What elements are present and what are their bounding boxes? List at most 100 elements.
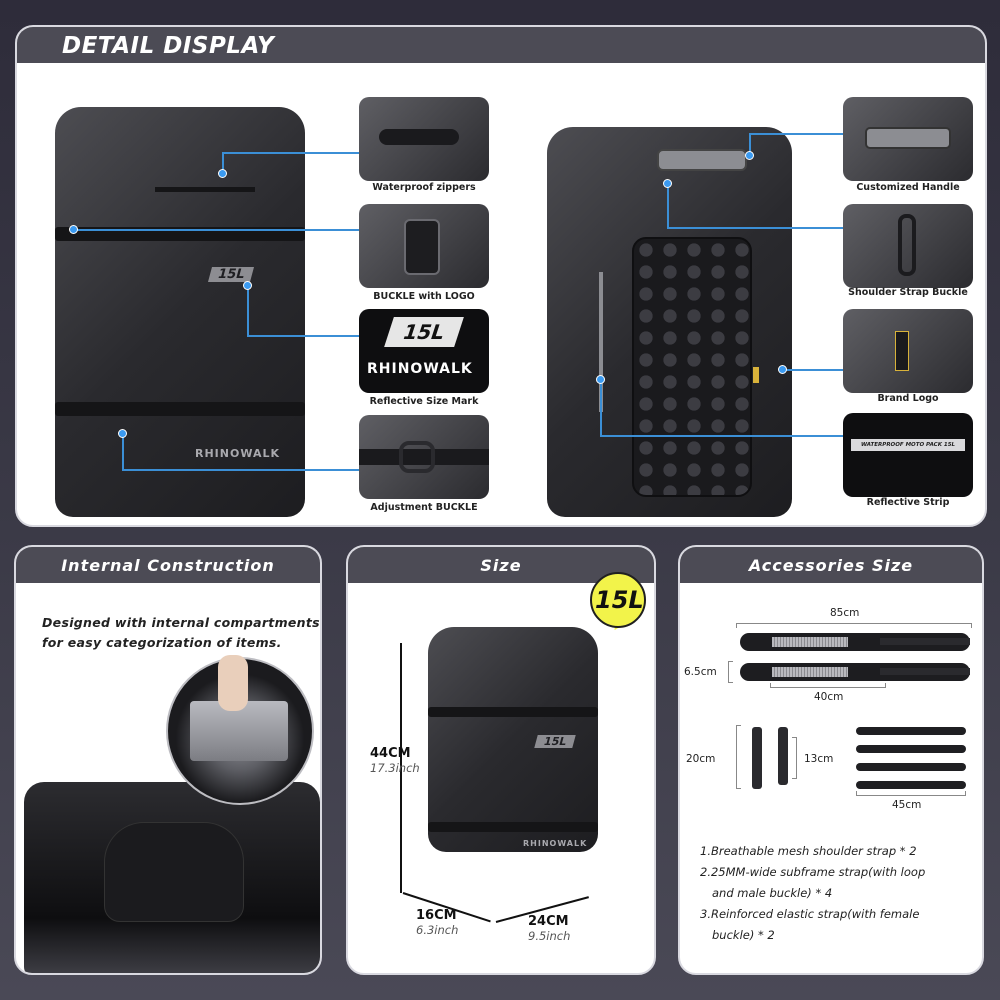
size-backpack-image: 15L RHINOWALK [428,627,598,852]
caption-reflective-size-mark: Reflective Size Mark [369,396,479,407]
waterproof-zipper-thumb [359,97,489,181]
shoulder-strap-1 [740,633,970,651]
strap [359,449,489,465]
internal-description: Designed with internal compartments for … [42,613,320,653]
connector-line [667,227,844,229]
callout-dot [778,365,787,374]
brand-logo-icon [895,331,909,371]
buckle-logo-thumb [359,204,489,288]
connector-line [749,133,844,135]
shoulder-strap-2 [740,663,970,681]
rhinowalk-reflective-text: RHINOWALK [367,361,473,377]
mesh-pad [772,637,848,647]
subframe-length-label: 45cm [892,799,922,811]
pad-length-bracket [770,683,886,688]
shoulder-width-label: 6.5cm [684,666,717,678]
connector-line [74,229,362,231]
connector-line [782,369,844,371]
inner-pocket [104,822,244,922]
description-line-2: for easy categorization of items. [42,635,282,650]
callout-dot [243,281,252,290]
size-label: 15L [534,735,577,748]
width-inch: 9.5inch [528,929,571,943]
customized-handle-thumb [843,97,973,181]
caption-adjustment-buckle: Adjustment BUCKLE [370,502,478,513]
shoulder-width-bracket [728,661,733,683]
elastic-short-bracket [792,737,797,779]
zipper-icon [379,129,459,145]
caption-reflective-strip: Reflective Strip [866,497,950,508]
description-line-1: Designed with internal compartments [42,615,320,630]
capacity-badge: 15L [582,572,672,635]
brand-text: RHINOWALK [195,447,281,460]
speech-bubble [590,572,646,628]
caption-waterproof-zippers: Waterproof zippers [372,182,476,193]
handle [657,149,747,171]
list-item: 3.Reinforced elastic strap(with female [700,907,920,921]
hand-icon [218,655,248,711]
list-item: 2.25MM-wide subframe strap(with loop [700,865,926,879]
width-cm: 24CM [528,914,569,929]
callout-dot [218,169,227,178]
depth-inch: 6.3inch [416,923,459,937]
connector-line [122,433,124,471]
strap-tail [880,668,970,675]
width-dimension: 24CM 9.5inch [528,914,571,944]
subframe-strap-4 [856,781,966,789]
height-cm: 44CM [370,746,411,761]
list-item: and male buckle) * 4 [712,886,833,900]
caption-customized-handle: Customized Handle [856,182,960,193]
elastic-short-label: 13cm [804,753,834,765]
detail-display-title: DETAIL DISPLAY [17,27,985,63]
hexagon-panel [632,237,752,497]
callout-dot [663,179,672,188]
back-backpack-image [547,127,792,517]
elastic-long-label: 20cm [686,753,716,765]
subframe-strap-2 [856,745,966,753]
connector-line [222,152,362,154]
capacity-badge-text: 15L [595,586,644,614]
elastic-strap-1 [752,727,762,789]
adjust-buckle-icon [399,441,435,473]
size-mark-icon: 15L [384,317,464,347]
buckle-icon [404,219,440,275]
detail-display-panel: DETAIL DISPLAY 15L RHINOWALK Waterproof … [15,25,987,527]
callout-dot [745,151,754,160]
connector-line [122,469,362,471]
reflective-strip-thumb: WATERPROOF MOTO PACK 15L [843,413,973,497]
brand-text: RHINOWALK [523,839,588,848]
caption-brand-logo: Brand Logo [877,393,939,404]
connector-line [600,435,844,437]
reflective-strip [599,272,603,412]
tablet-pocket-inset [166,655,314,805]
reflective-strip-icon: WATERPROOF MOTO PACK 15L [851,439,965,451]
connector-line [247,335,362,337]
tablet-icon [190,701,288,761]
lower-strap [428,822,598,832]
list-item: buckle) * 2 [712,928,775,942]
accessories-size-title: Accessories Size [680,547,982,583]
accessories-list: 1.Breathable mesh shoulder strap * 2 2.2… [700,841,925,946]
height-inch: 17.3inch [370,761,420,775]
handle-icon [865,127,951,149]
pad-length-label: 40cm [814,691,844,703]
subframe-strap-3 [856,763,966,771]
shoulder-length-label: 85cm [830,607,860,619]
adjustment-buckle-thumb [359,415,489,499]
elastic-strap-2 [778,727,788,785]
height-dimension: 44CM 17.3inch [370,746,420,776]
brand-logo-thumb [843,309,973,393]
elastic-long-bracket [736,725,741,789]
brand-tag [753,367,759,383]
connector-line [600,379,602,437]
lower-strap [55,402,305,416]
strap-tail [880,638,970,645]
front-backpack-image: 15L RHINOWALK [55,107,305,517]
connector-line [222,152,224,172]
callout-dot [118,429,127,438]
mesh-pad [772,667,848,677]
connector-line [247,285,249,337]
internal-construction-title: Internal Construction [16,547,320,583]
accessories-size-panel: Accessories Size 85cm 6.5cm 40cm 20cm 13… [678,545,984,975]
shoulder-strap-buckle-thumb [843,204,973,288]
